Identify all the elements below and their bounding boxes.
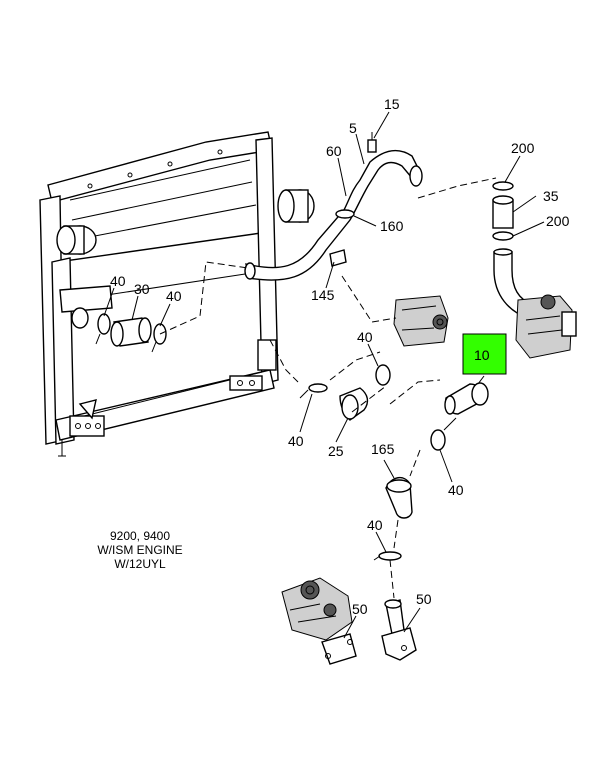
callout-40-lower-left[interactable]: 40 — [288, 433, 304, 449]
callout-200-mid[interactable]: 200 — [546, 213, 570, 229]
center-component — [393, 295, 449, 347]
callout-labels: 15 5 60 200 35 200 160 145 40 30 40 40 1… — [110, 96, 570, 617]
callout-40-left-a[interactable]: 40 — [110, 273, 126, 289]
caption-line-1: 9200, 9400 — [110, 529, 170, 543]
vertical-pipe-assembly — [492, 181, 577, 359]
caption-line-3: W/12UYL — [114, 557, 166, 571]
callout-165[interactable]: 165 — [371, 441, 395, 457]
callout-40-right[interactable]: 40 — [448, 482, 464, 498]
callout-10[interactable]: 10 — [474, 347, 490, 363]
callout-35[interactable]: 35 — [543, 188, 559, 204]
callout-160[interactable]: 160 — [380, 218, 404, 234]
hose-165-group — [373, 417, 457, 561]
callout-40-bottom[interactable]: 40 — [367, 517, 383, 533]
model-caption: 9200, 9400 W/ISM ENGINE W/12UYL — [97, 529, 182, 571]
callout-30[interactable]: 30 — [134, 281, 150, 297]
callout-145[interactable]: 145 — [311, 287, 335, 303]
upper-coolant-tube — [244, 132, 423, 281]
callout-50-right[interactable]: 50 — [416, 591, 432, 607]
callout-15[interactable]: 15 — [384, 96, 400, 112]
caption-line-2: W/ISM ENGINE — [97, 543, 182, 557]
radiator-assembly — [39, 131, 315, 457]
callout-5[interactable]: 5 — [349, 120, 357, 136]
leader-lines — [103, 111, 545, 639]
routing-lines — [159, 177, 497, 599]
part-10-highlight[interactable] — [462, 333, 507, 375]
callout-60[interactable]: 60 — [326, 143, 342, 159]
callout-200-top[interactable]: 200 — [511, 140, 535, 156]
elbow-25-group — [299, 364, 391, 421]
water-pump-group — [281, 577, 417, 665]
callout-40-center[interactable]: 40 — [357, 329, 373, 345]
hose-30-group — [95, 313, 167, 353]
callout-40-left-b[interactable]: 40 — [166, 288, 182, 304]
callout-25[interactable]: 25 — [328, 443, 344, 459]
callout-50-left[interactable]: 50 — [352, 601, 368, 617]
hose-10 — [444, 382, 489, 415]
